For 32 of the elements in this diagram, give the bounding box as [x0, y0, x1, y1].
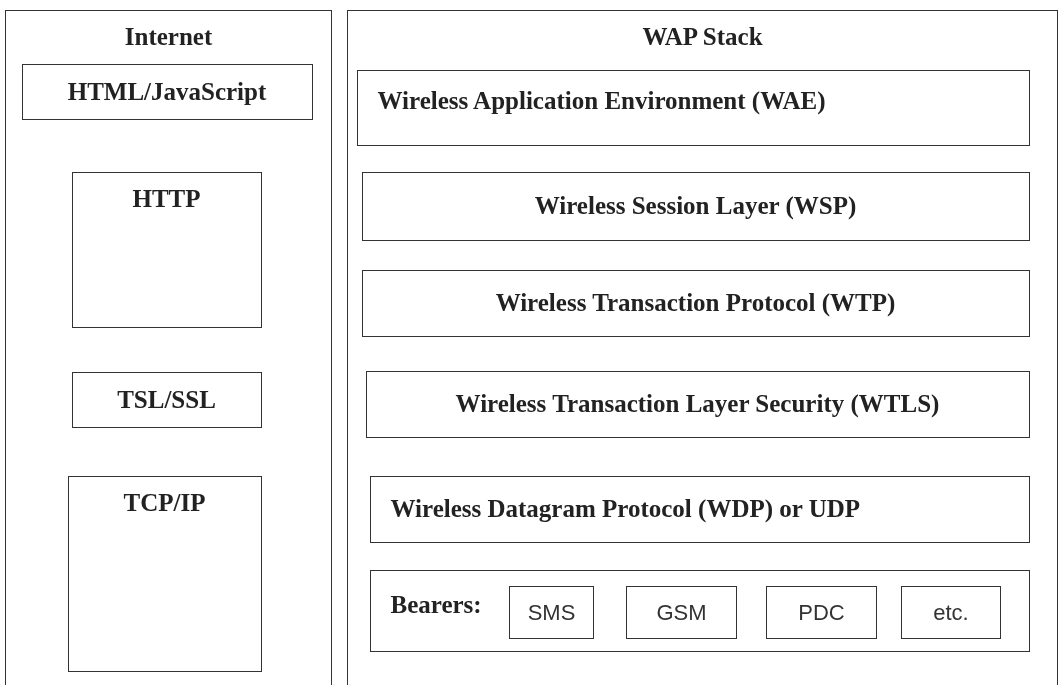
- layer-label: PDC: [798, 599, 845, 626]
- stack-panel: [5, 10, 332, 685]
- layer-label: Wireless Datagram Protocol (WDP) or UDP: [390, 495, 861, 523]
- layer-box: [71, 171, 262, 328]
- panel-title: Internet: [124, 23, 213, 51]
- stack-panel: [347, 10, 1058, 685]
- layer-label: Wireless Transaction Layer Security (WTLS): [455, 390, 940, 418]
- layer-box: [21, 63, 313, 120]
- layer-label: etc.: [933, 599, 969, 626]
- bearer-box: [766, 586, 877, 639]
- layer-box: [361, 269, 1030, 337]
- bearer-box: [901, 586, 1001, 639]
- layer-box: [369, 569, 1030, 652]
- layer-label: Wireless Transaction Protocol (WTP): [495, 289, 896, 317]
- layer-box: [71, 371, 262, 428]
- layer-label: Bearers:: [390, 590, 482, 619]
- layer-label: TCP/IP: [123, 488, 206, 517]
- layer-box: [369, 475, 1030, 543]
- layer-label: HTML/JavaScript: [67, 77, 267, 106]
- layer-label: Wireless Application Environment (WAE): [377, 86, 826, 115]
- layer-box: [67, 475, 262, 672]
- panel-title: WAP Stack: [642, 23, 763, 51]
- layer-box: [361, 171, 1030, 241]
- layer-label: Wireless Session Layer (WSP): [534, 192, 857, 220]
- layer-label: GSM: [656, 599, 707, 626]
- layer-label: TSL/SSL: [117, 385, 216, 414]
- layer-label: HTTP: [132, 184, 201, 213]
- layer-box: [365, 370, 1030, 438]
- layer-label: SMS: [527, 599, 576, 626]
- bearer-box: [509, 586, 594, 639]
- layer-box: [356, 69, 1030, 146]
- bearer-box: [626, 586, 737, 639]
